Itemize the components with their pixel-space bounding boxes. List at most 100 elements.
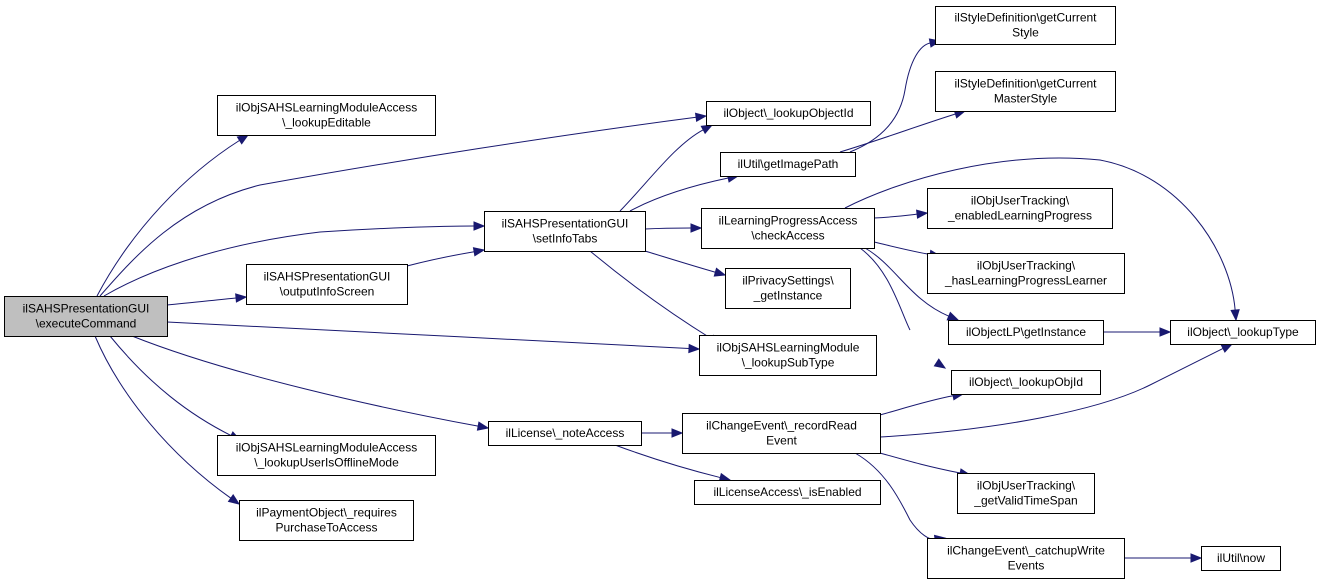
node-setInfoTabs[interactable]: ilSAHSPresentationGUI\setInfoTabs <box>484 211 646 252</box>
edge-line <box>96 139 240 297</box>
edge-noteAccess-to-recordReadEvent <box>640 428 684 438</box>
node-box <box>699 335 877 376</box>
node-label-line: \executeCommand <box>36 317 137 331</box>
edge-root-to-setInfoTabs <box>103 221 486 297</box>
edge-arrowhead <box>671 428 684 438</box>
edge-root-to-requiresPurchase <box>94 335 241 505</box>
edge-arrowhead <box>700 124 714 135</box>
edge-line <box>644 227 692 230</box>
node-licenseIsEnabled[interactable]: ilLicenseAccess\_isEnabled <box>694 480 881 505</box>
edge-setInfoTabs-to-getImagePath <box>629 173 740 212</box>
node-getImagePath[interactable]: ilUtil\getImagePath <box>720 152 856 177</box>
edge-root-to-lookupEditable <box>96 134 250 297</box>
node-enabledLearningProgress[interactable]: ilObjUserTracking\_enabledLearningProgre… <box>927 188 1113 229</box>
edge-line <box>589 250 712 340</box>
node-lookupObjId[interactable]: ilObject\_lookupObjId <box>951 370 1101 395</box>
node-outputInfoScreen[interactable]: ilSAHSPresentationGUI\outputInfoScreen <box>246 264 408 305</box>
edge-root-to-lookupSubType <box>166 321 701 354</box>
node-box <box>706 101 871 126</box>
node-box <box>1201 546 1281 571</box>
edge-checkAccess-to-lookupObjId <box>859 247 947 369</box>
edge-recordReadEvent-to-lookupObjId <box>879 391 965 416</box>
edge-recordReadEvent-to-getValidTimeSpan <box>879 452 972 478</box>
edge-line <box>406 251 475 267</box>
node-privacyGetInstance[interactable]: ilPrivacySettings\_getInstance <box>725 268 851 309</box>
node-box <box>246 264 408 305</box>
node-box <box>4 296 168 337</box>
node-label-line: ilObjUserTracking\ <box>977 479 1076 493</box>
node-lookupEditable[interactable]: ilObjSAHSLearningModuleAccess\_lookupEdi… <box>217 95 436 136</box>
edge-arrowhead <box>1220 343 1234 353</box>
node-label-line: MasterStyle <box>994 92 1058 106</box>
node-requiresPurchase[interactable]: ilPaymentObject\_requiresPurchaseToAcces… <box>239 500 414 541</box>
node-label-line: ilObject\_lookupType <box>1187 325 1299 339</box>
edge-line <box>879 452 961 474</box>
node-box <box>720 152 856 177</box>
node-noteAccess[interactable]: ilLicense\_noteAccess <box>488 421 642 446</box>
node-label-line: ilChangeEvent\_catchupWrite <box>947 544 1105 558</box>
node-box <box>927 253 1125 294</box>
node-label-line: ilUtil\now <box>1217 551 1265 565</box>
node-checkAccess[interactable]: ilLearningProgressAccess\checkAccess <box>701 208 875 249</box>
nodes-layer: ilSAHSPresentationGUI\executeCommandilOb… <box>4 6 1316 579</box>
node-getValidTimeSpan[interactable]: ilObjUserTracking\_getValidTimeSpan <box>957 473 1095 514</box>
node-label-line: _enabledLearningProgress <box>947 209 1092 223</box>
node-label-line: \setInfoTabs <box>533 232 598 246</box>
edge-catchupWriteEvents-to-utilNow <box>1124 553 1203 563</box>
node-label-line: Style <box>1012 26 1039 40</box>
edge-arrowhead <box>473 221 486 231</box>
edge-arrowhead <box>236 134 250 145</box>
node-label-line: ilUtil\getImagePath <box>738 157 839 171</box>
node-lookupSubType[interactable]: ilObjSAHSLearningModule\_lookupSubType <box>699 335 877 376</box>
edge-arrowhead <box>946 311 960 321</box>
edge-line <box>619 129 704 212</box>
node-label-line: ilPaymentObject\_requires <box>256 506 397 520</box>
edge-arrowhead <box>235 293 248 303</box>
node-label-line: ilSAHSPresentationGUI <box>23 302 150 316</box>
edge-getImagePath-to-getCurrentStyle <box>849 38 942 153</box>
edge-checkAccess-to-lookupType <box>844 157 1240 322</box>
edge-getImagePath-to-getCurrentMasterStyle <box>839 109 967 153</box>
edge-root-to-noteAccess <box>131 335 490 431</box>
node-label-line: _getInstance <box>753 289 823 303</box>
node-label-line: ilLicense\_noteAccess <box>506 426 625 440</box>
node-label-line: Events <box>1008 559 1045 573</box>
edge-line <box>166 321 690 349</box>
node-utilNow[interactable]: ilUtil\now <box>1201 546 1281 571</box>
node-box <box>488 421 642 446</box>
node-lpGetInstance[interactable]: ilObjectLP\getInstance <box>948 320 1104 345</box>
node-label-line: ilStyleDefinition\getCurrent <box>954 11 1097 25</box>
edges-layer <box>94 38 1240 563</box>
node-label-line: \_lookupSubType <box>742 356 835 370</box>
node-box <box>217 435 436 476</box>
node-box <box>927 188 1113 229</box>
node-box <box>957 473 1095 514</box>
edge-setInfoTabs-to-lookupSubType <box>589 250 722 345</box>
node-lookupObjectId[interactable]: ilObject\_lookupObjectId <box>706 101 871 126</box>
edge-arrowhead <box>933 358 947 369</box>
node-label-line: ilLearningProgressAccess <box>719 214 858 228</box>
node-label-line: \_lookupUserIsOfflineMode <box>254 456 399 470</box>
node-lookupUserIsOfflineMode[interactable]: ilObjSAHSLearningModuleAccess\_lookupUse… <box>217 435 436 476</box>
edge-setInfoTabs-to-privacyGetInstance <box>644 250 727 277</box>
edge-line <box>644 250 716 273</box>
edge-arrowhead <box>1230 309 1240 322</box>
edge-line <box>864 247 949 317</box>
node-label-line: ilSAHSPresentationGUI <box>502 217 629 231</box>
node-lookupType[interactable]: ilObject\_lookupType <box>1170 320 1316 345</box>
edge-root-to-outputInfoScreen <box>166 293 248 306</box>
node-label-line: ilObjUserTracking\ <box>977 259 1076 273</box>
node-root[interactable]: ilSAHSPresentationGUI\executeCommand <box>4 296 168 337</box>
node-hasLearningProgressLearner[interactable]: ilObjUserTracking\_hasLearningProgressLe… <box>927 253 1125 294</box>
edge-setInfoTabs-to-lookupObjectId <box>619 124 714 212</box>
edge-line <box>859 247 911 331</box>
edge-root-to-lookupObjectId <box>99 112 708 297</box>
node-box <box>725 268 851 309</box>
node-box <box>682 413 881 454</box>
edge-line <box>879 348 1224 438</box>
